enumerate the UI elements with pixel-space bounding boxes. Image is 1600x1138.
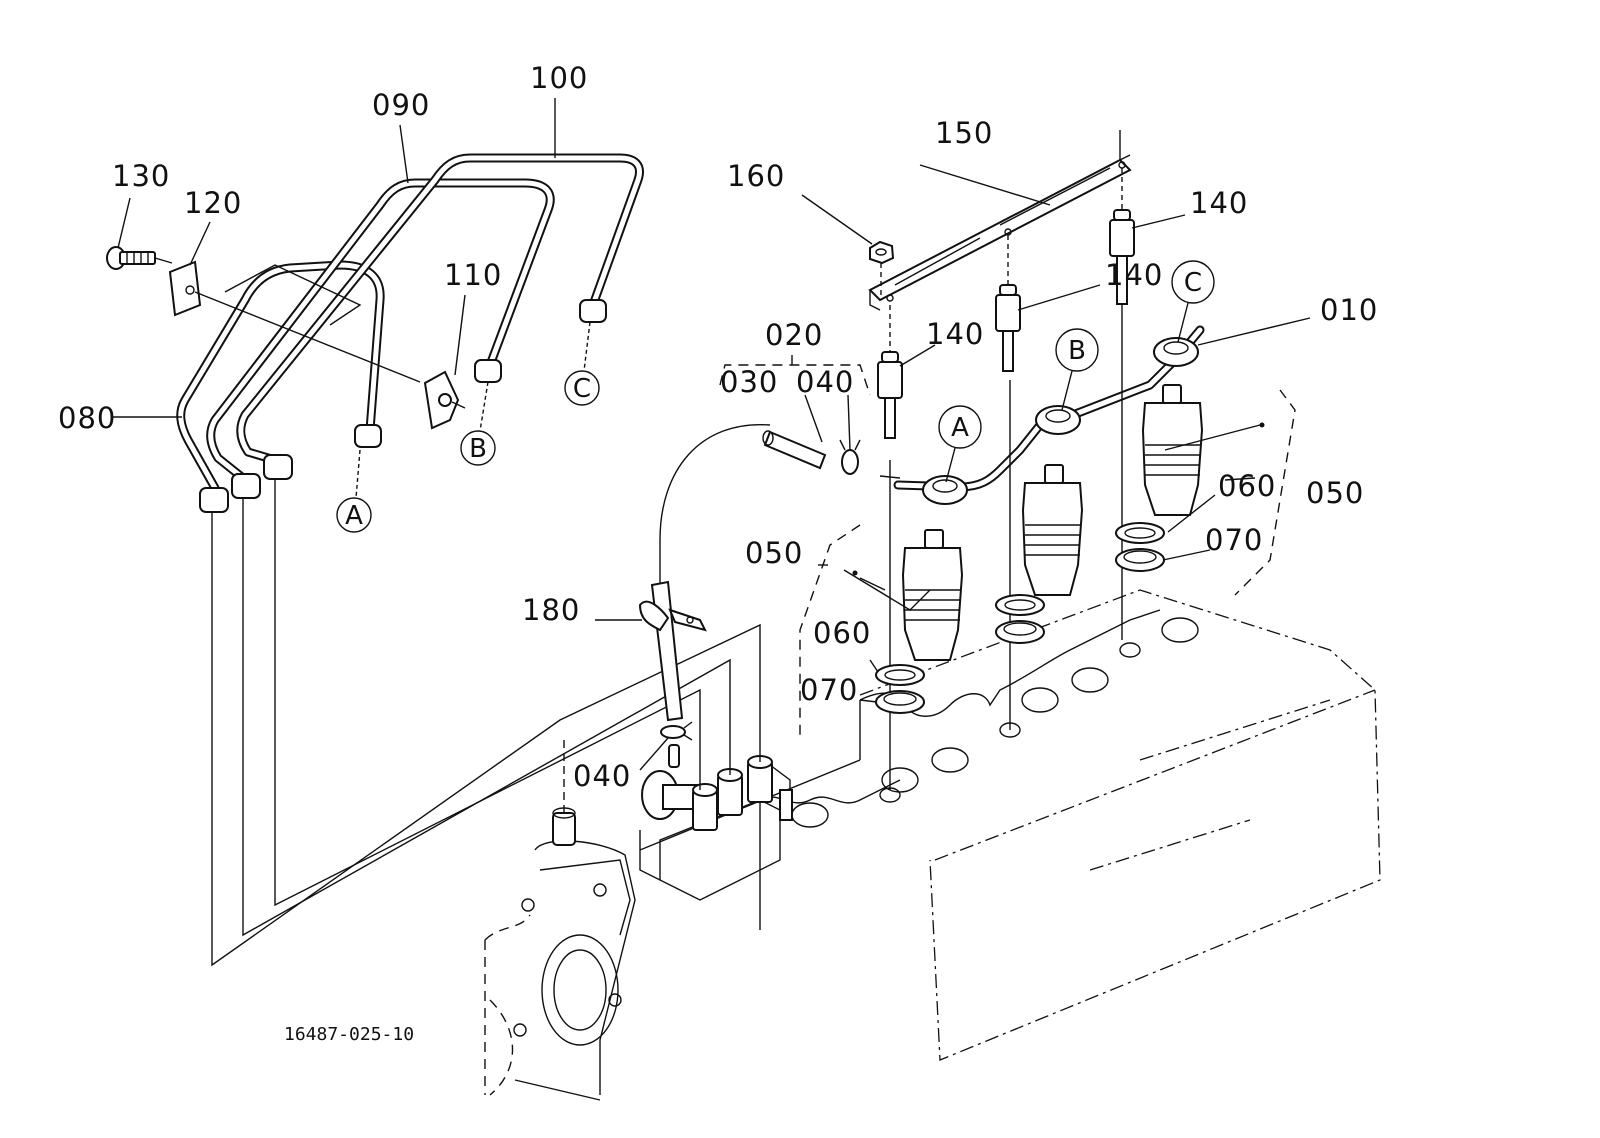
label-040-bottom: 040 — [573, 759, 631, 793]
injection-pipe-080 — [176, 260, 385, 513]
reference-marker-right-b: B — [1055, 328, 1099, 411]
label-090: 090 — [372, 88, 430, 122]
label-040-top: 040 — [796, 365, 854, 399]
nozzle-gaskets — [875, 522, 1165, 803]
glow-plug-c — [1109, 168, 1135, 305]
svg-text:B: B — [469, 434, 487, 464]
pipe-routing-lines — [211, 264, 761, 967]
svg-text:A: A — [951, 413, 969, 443]
fuel-hose-180 — [638, 580, 707, 722]
label-160: 160 — [727, 159, 785, 193]
reference-marker-right-a: A — [938, 405, 982, 483]
injection-nozzle-b — [1009, 380, 1084, 730]
engine-cylinder-head — [639, 589, 1381, 1061]
label-100: 100 — [530, 61, 588, 95]
label-020: 020 — [765, 318, 823, 352]
label-050-left: 050 — [745, 536, 803, 570]
label-150: 150 — [935, 116, 993, 150]
injection-pump — [639, 755, 793, 901]
injection-pipe-100 — [236, 153, 644, 480]
svg-text:C: C — [573, 374, 591, 404]
nut-160 — [869, 240, 895, 300]
return-line — [659, 424, 771, 585]
glow-plug-lead-150 — [868, 130, 1132, 311]
label-060-left: 060 — [813, 616, 871, 650]
label-060-right: 060 — [1218, 469, 1276, 503]
clamp-120 — [168, 260, 421, 383]
reference-marker-left-b: B — [460, 381, 496, 466]
label-140-c: 140 — [1190, 186, 1248, 220]
label-080: 080 — [58, 401, 116, 435]
glow-plug-b — [995, 235, 1021, 372]
pipe-end-nuts — [354, 299, 607, 448]
group-bracket-050-left — [799, 524, 861, 735]
part-labels: 100 090 130 120 110 080 150 160 140 140 … — [58, 61, 1378, 1045]
hose-clip-040-bottom — [660, 721, 693, 768]
label-130: 130 — [112, 159, 170, 193]
leader-lines — [112, 98, 1311, 771]
label-010: 010 — [1320, 293, 1378, 327]
svg-text:C: C — [1184, 268, 1202, 298]
label-030: 030 — [720, 365, 778, 399]
label-110: 110 — [444, 258, 502, 292]
cylinder-head-ports — [791, 617, 1199, 828]
label-140-a: 140 — [926, 317, 984, 351]
svg-text:A: A — [345, 501, 363, 531]
label-070-left: 070 — [800, 673, 858, 707]
leak-off-pipe-010 — [879, 325, 1205, 505]
injection-pipe-090 — [206, 178, 555, 499]
glow-plug-a — [877, 305, 903, 439]
svg-text:B: B — [1068, 336, 1086, 366]
reference-marker-right-c: C — [1171, 260, 1215, 343]
injection-nozzle-c — [1121, 305, 1204, 640]
label-050-right: 050 — [1306, 476, 1364, 510]
label-180: 180 — [522, 593, 580, 627]
drawing-number: 16487-025-10 — [284, 1024, 414, 1045]
label-070-right: 070 — [1205, 523, 1263, 557]
reference-marker-left-c: C — [564, 321, 600, 406]
gear-housing — [484, 807, 636, 1101]
return-hose-030 — [762, 430, 827, 470]
injection-nozzle-a — [889, 460, 964, 790]
label-120: 120 — [184, 186, 242, 220]
reference-marker-left-a: A — [336, 449, 372, 533]
clamp-110 — [423, 370, 466, 430]
bolt-130 — [106, 246, 173, 270]
group-bracket-020 — [719, 355, 871, 396]
label-140-b: 140 — [1105, 258, 1163, 292]
